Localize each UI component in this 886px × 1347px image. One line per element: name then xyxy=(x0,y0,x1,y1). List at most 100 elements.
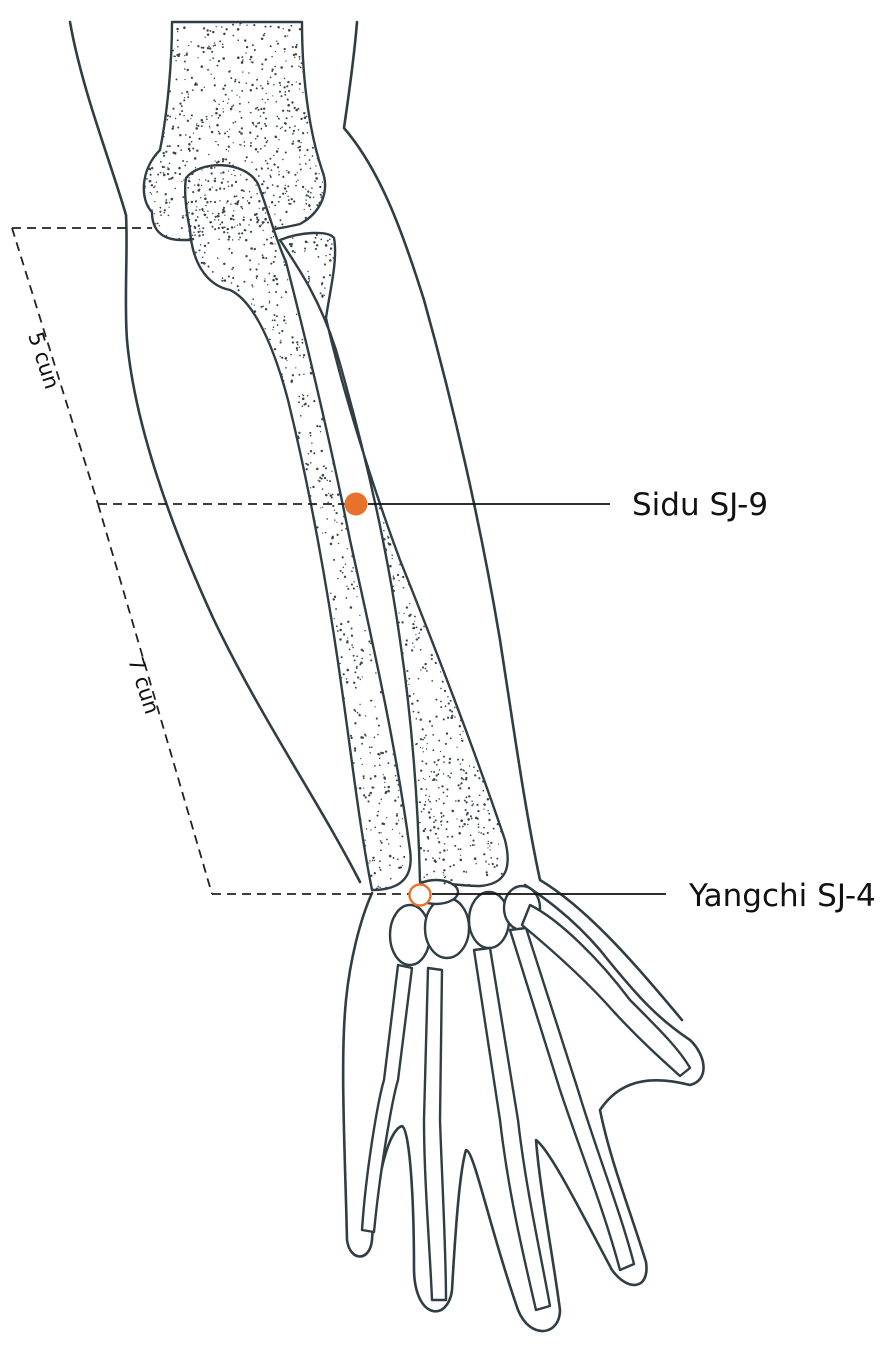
stipple-dot xyxy=(214,160,216,162)
stipple-dot xyxy=(215,140,217,143)
stipple-dot xyxy=(296,343,299,346)
stipple-dot xyxy=(486,831,489,834)
stipple-dot xyxy=(313,241,316,244)
stipple-dot xyxy=(238,232,241,235)
stipple-dot xyxy=(465,772,468,775)
stipple-dot xyxy=(213,77,216,80)
stipple-dot xyxy=(163,166,166,168)
stipple-dot xyxy=(301,338,304,341)
stipple-dot xyxy=(173,55,175,58)
stipple-dot xyxy=(442,814,445,817)
stipple-dot xyxy=(213,42,216,44)
stipple-dot xyxy=(325,254,327,257)
stipple-dot xyxy=(301,132,305,135)
stipple-dot xyxy=(432,857,434,859)
stipple-dot xyxy=(284,129,287,132)
stipple-dot xyxy=(262,221,265,224)
stipple-dot xyxy=(385,886,388,889)
stipple-dot xyxy=(269,157,272,160)
stipple-dot xyxy=(398,579,400,582)
stipple-dot xyxy=(433,859,437,862)
stipple-dot xyxy=(335,608,338,610)
bone-stipple-texture xyxy=(144,21,507,891)
stipple-dot xyxy=(228,162,231,164)
stipple-dot xyxy=(266,82,270,85)
stipple-dot xyxy=(286,109,289,112)
stipple-dot xyxy=(196,149,199,152)
stipple-dot xyxy=(234,78,237,81)
stipple-dot xyxy=(483,853,486,856)
stipple-dot xyxy=(447,702,450,705)
stipple-dot xyxy=(370,659,373,662)
stipple-dot xyxy=(301,185,305,189)
stipple-dot xyxy=(279,196,281,198)
lower-measure-line xyxy=(97,503,213,895)
stipple-dot xyxy=(307,190,310,193)
stipple-dot xyxy=(272,194,275,197)
stipple-dot xyxy=(273,347,277,351)
stipple-dot xyxy=(439,671,442,673)
stipple-dot xyxy=(178,172,182,176)
stipple-dot xyxy=(156,222,159,225)
stipple-dot xyxy=(213,179,217,183)
stipple-dot xyxy=(234,180,238,184)
stipple-dot xyxy=(387,536,390,539)
stipple-dot xyxy=(303,80,305,82)
stipple-dot xyxy=(478,777,481,780)
stipple-dot xyxy=(268,300,271,303)
stipple-dot xyxy=(368,819,371,822)
stipple-dot xyxy=(384,790,388,794)
stipple-dot xyxy=(207,180,210,183)
stipple-dot xyxy=(354,722,357,725)
stipple-dot xyxy=(332,462,334,465)
stipple-dot xyxy=(223,231,226,234)
stipple-dot xyxy=(356,665,358,668)
stipple-dot xyxy=(311,187,313,189)
stipple-dot xyxy=(290,65,294,68)
stipple-dot xyxy=(457,848,460,851)
stipple-dot xyxy=(214,215,217,218)
stipple-dot xyxy=(349,606,353,609)
stipple-dot xyxy=(255,275,259,278)
stipple-dot xyxy=(292,53,296,57)
stipple-dot xyxy=(296,349,299,351)
stipple-dot xyxy=(260,107,263,111)
stipple-dot xyxy=(216,257,219,259)
arm-right-contour xyxy=(342,20,684,1022)
stipple-dot xyxy=(417,711,420,714)
stipple-dot xyxy=(225,148,228,151)
stipple-dot xyxy=(421,728,424,731)
stipple-dot xyxy=(282,175,285,178)
stipple-dot xyxy=(290,24,293,27)
stipple-dot xyxy=(446,835,449,838)
stipple-dot xyxy=(275,277,278,280)
stipple-dot xyxy=(353,659,356,662)
stipple-dot xyxy=(450,772,453,775)
stipple-dot xyxy=(329,259,332,262)
stipple-dot xyxy=(408,694,412,698)
stipple-dot xyxy=(396,858,399,861)
stipple-dot xyxy=(423,736,426,739)
stipple-dot xyxy=(406,832,409,835)
stipple-dot xyxy=(248,224,250,226)
stipple-dot xyxy=(294,251,296,254)
stipple-dot xyxy=(415,718,418,720)
stipple-dot xyxy=(242,59,244,61)
radius-bone xyxy=(278,231,509,888)
stipple-dot xyxy=(296,172,298,174)
stipple-dot xyxy=(216,64,219,67)
stipple-dot xyxy=(182,196,185,199)
stipple-dot xyxy=(442,858,445,861)
stipple-dot xyxy=(385,549,388,552)
stipple-dot xyxy=(433,771,436,773)
stipple-dot xyxy=(428,795,430,797)
stipple-dot xyxy=(284,93,287,96)
stipple-dot xyxy=(257,218,260,222)
stipple-dot xyxy=(252,286,254,288)
stipple-dot xyxy=(346,585,348,588)
stipple-dot xyxy=(299,145,302,148)
stipple-dot xyxy=(438,798,441,800)
stipple-dot xyxy=(364,629,366,632)
stipple-dot xyxy=(232,34,235,37)
stipple-dot xyxy=(391,554,394,557)
